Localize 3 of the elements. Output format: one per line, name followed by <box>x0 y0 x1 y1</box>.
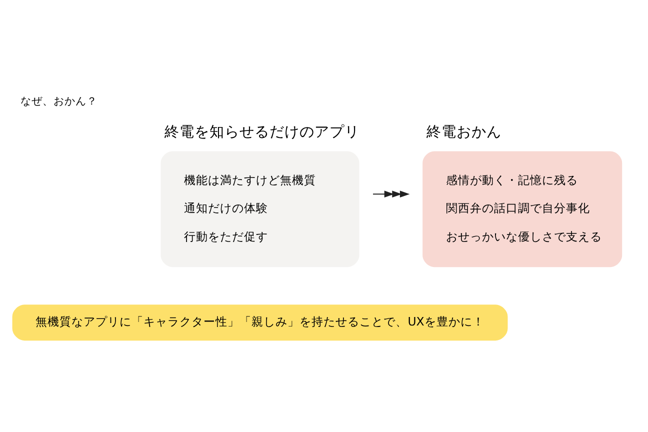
node-label: 終電おかん <box>426 124 502 141</box>
node-label: 終電を知らせるだけのアプリ <box>164 124 360 141</box>
diagram-title: なぜ、おかん？ <box>20 94 98 108</box>
